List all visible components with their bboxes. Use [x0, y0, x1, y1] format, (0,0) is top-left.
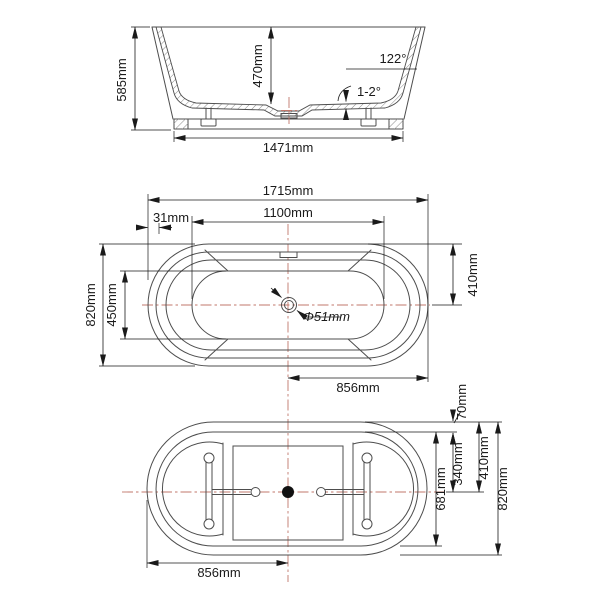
top-plan-view: 1715mm 1100mm 31mm 820mm 450mm [83, 183, 480, 582]
dim-center-to-end-label: 856mm [336, 380, 379, 395]
dim-overall-length: 1715mm [147, 183, 429, 382]
drain-diameter-label: Φ51mm [303, 309, 350, 324]
foot-rail-left [203, 452, 261, 530]
dim-bottom-width-label: 820mm [495, 467, 510, 510]
skirt-right [403, 26, 426, 120]
bottom-view: 70mm 340mm 410mm 681mm 820mm 856mm [122, 384, 510, 580]
bottom-inner-outline [155, 431, 419, 547]
side-section-view: 585mm 470mm 122° 1-2° 1471mm [114, 26, 426, 155]
dim-bottom-half-width-label: 410mm [476, 436, 491, 479]
dim-bottom-half-width: 410mm [476, 421, 491, 493]
dim-overall-height: 585mm [114, 26, 171, 131]
drain-outer-circle [281, 297, 297, 313]
bottom-outer-outline [146, 421, 428, 556]
foot-right-stem [365, 107, 372, 120]
plan-outer-rim [147, 243, 429, 367]
plan-inner-rim [155, 251, 421, 359]
foot-right-pad [360, 118, 377, 127]
dim-drain-diameter: Φ51mm [296, 309, 350, 324]
skirt-left [151, 26, 174, 120]
dim-center-to-inner: 340mm [450, 432, 465, 493]
dim-overall-height-label: 585mm [114, 58, 129, 101]
dim-inner-depth: 470mm [250, 26, 274, 105]
dim-overall-width: 820mm [83, 243, 195, 367]
drain-inner-circle [284, 300, 294, 310]
bottom-center-panel [232, 445, 344, 541]
dim-overall-width-label: 820mm [83, 283, 98, 326]
dim-floor-slope: 1-2° [337, 84, 381, 120]
foot-rail-right [316, 452, 373, 530]
dim-floor-length-label: 1100mm [263, 205, 313, 220]
dim-rim-width: 31mm [136, 210, 189, 234]
dim-rim-gap: 70mm [450, 384, 469, 445]
dim-rim-gap-label: 70mm [454, 384, 469, 420]
dim-center-to-end: 856mm [287, 375, 429, 395]
dim-floor-width: 450mm [104, 270, 226, 340]
dim-floor-width-label: 450mm [104, 283, 119, 326]
wall-angle-label: 122° [380, 51, 407, 66]
dim-floor-length: 1100mm [191, 205, 385, 299]
plinth-end-right [389, 119, 403, 129]
bottom-drain-hole [282, 486, 294, 498]
floor-slope-label: 1-2° [357, 84, 381, 99]
tub-shell-section [155, 26, 422, 117]
dim-inner-width-label: 681mm [433, 467, 448, 510]
bottom-extension-lines [365, 421, 502, 556]
dim-end-to-center: 856mm [146, 500, 289, 580]
dim-bottom-width: 820mm [495, 421, 510, 556]
dim-half-width-label: 410mm [465, 253, 480, 296]
dim-center-to-inner-label: 340mm [450, 442, 465, 485]
dim-base-length: 1471mm [173, 131, 404, 155]
foot-left-stem [205, 107, 212, 120]
foot-left-pad [200, 118, 217, 127]
drain-pointer-arrow [270, 287, 282, 298]
dim-base-length-label: 1471mm [263, 140, 314, 155]
dim-rim-width-label: 31mm [153, 210, 189, 225]
plan-basin-opening [165, 259, 411, 351]
plan-basin-floor [191, 270, 385, 340]
dim-inner-depth-label: 470mm [250, 44, 265, 87]
dim-inner-width: 681mm [433, 431, 448, 547]
plinth-end-left [174, 119, 188, 129]
dim-half-width: 410mm [368, 243, 480, 306]
dim-overall-length-label: 1715mm [263, 183, 314, 198]
dim-end-to-center-label: 856mm [197, 565, 240, 580]
basin-chamfer-lines [204, 249, 372, 361]
dim-wall-angle: 122° [346, 51, 417, 70]
overflow-slot [279, 251, 298, 258]
